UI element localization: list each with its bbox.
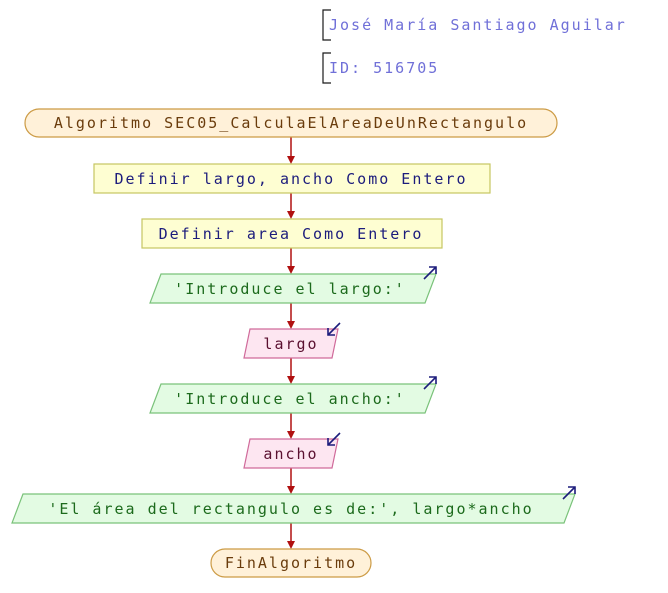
node-input-2-text: ancho [263, 445, 318, 463]
node-output-1: 'Introduce el largo:' [149, 266, 437, 304]
node-output-1-text: 'Introduce el largo:' [174, 280, 406, 298]
node-define-1-text: Definir largo, ancho Como Entero [115, 170, 468, 188]
node-end: FinAlgoritmo [210, 548, 372, 578]
node-output-2-text: 'Introduce el ancho:' [174, 390, 406, 408]
input-arrow-icon [327, 432, 341, 446]
comment-id-text: ID: 516705 [329, 59, 439, 77]
comment-id: ID: 516705 [322, 52, 439, 84]
node-output-2: 'Introduce el ancho:' [149, 376, 437, 414]
node-input-2: ancho [243, 432, 341, 469]
node-define-1: Definir largo, ancho Como Entero [93, 163, 491, 194]
comment-author: José María Santiago Aguilar [322, 9, 627, 41]
node-start-text: Algoritmo SEC05_CalculaElAreaDeUnRectang… [54, 114, 528, 132]
output-arrow-icon [423, 266, 437, 280]
node-define-2: Definir area Como Entero [141, 218, 443, 249]
input-arrow-icon [327, 322, 341, 336]
node-input-1: largo [243, 322, 341, 359]
node-output-3: 'El área del rectangulo es de:', largo*a… [11, 486, 576, 524]
node-end-text: FinAlgoritmo [225, 554, 357, 572]
node-start: Algoritmo SEC05_CalculaElAreaDeUnRectang… [24, 108, 558, 138]
node-input-1-text: largo [263, 335, 318, 353]
output-arrow-icon [562, 486, 576, 500]
node-output-3-text: 'El área del rectangulo es de:', largo*a… [48, 500, 533, 518]
comment-author-text: José María Santiago Aguilar [329, 16, 627, 34]
node-define-2-text: Definir area Como Entero [159, 225, 424, 243]
output-arrow-icon [423, 376, 437, 390]
